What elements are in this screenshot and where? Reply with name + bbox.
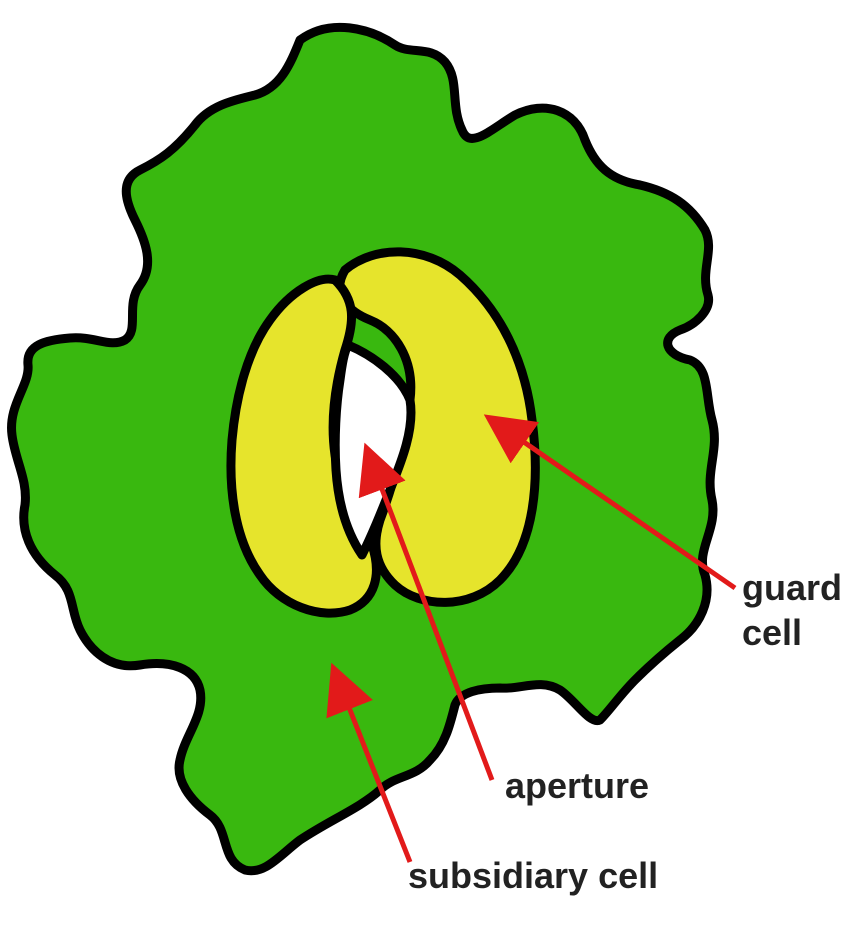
guard-cell-label-line2: cell xyxy=(742,612,802,653)
subsidiary-cell-label: subsidiary cell xyxy=(408,855,658,896)
guard-cell-label-line1: guard xyxy=(742,567,842,608)
aperture-label: aperture xyxy=(505,765,649,806)
